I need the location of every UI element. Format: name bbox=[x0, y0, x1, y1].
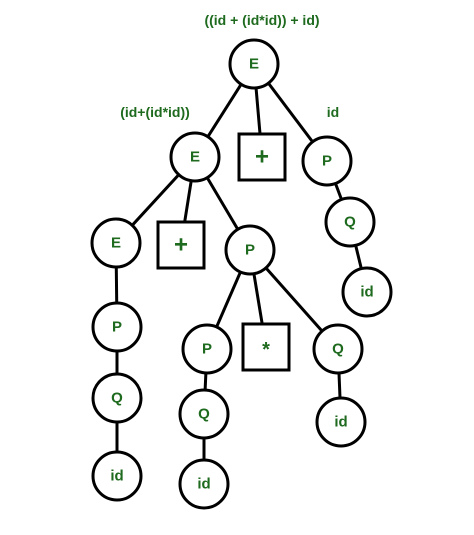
node-label: id bbox=[360, 284, 373, 301]
node-id2: id bbox=[91, 450, 143, 502]
node-e2: E bbox=[169, 131, 221, 183]
node-plus1: + bbox=[237, 132, 287, 182]
node-p1: P bbox=[301, 135, 353, 187]
node-id1: id bbox=[341, 266, 393, 318]
node-q4: Q bbox=[178, 388, 230, 440]
node-circle bbox=[169, 131, 221, 183]
node-q3: Q bbox=[312, 323, 364, 375]
node-label: Q bbox=[198, 406, 210, 423]
node-circle bbox=[315, 396, 367, 448]
node-q1: Q bbox=[324, 196, 376, 248]
node-label: + bbox=[174, 232, 188, 259]
node-circle bbox=[228, 38, 280, 90]
node-circle bbox=[91, 372, 143, 424]
node-label: E bbox=[111, 235, 121, 252]
node-label: + bbox=[255, 144, 269, 171]
node-id4: id bbox=[315, 396, 367, 448]
node-circle bbox=[91, 301, 143, 353]
node-label: P bbox=[112, 319, 122, 336]
node-circle bbox=[312, 323, 364, 375]
node-label: P bbox=[322, 153, 332, 170]
node-p3: P bbox=[91, 301, 143, 353]
node-label: * bbox=[262, 339, 270, 361]
node-circle bbox=[178, 388, 230, 440]
node-circle bbox=[91, 450, 143, 502]
node-circle bbox=[178, 458, 230, 510]
node-label: id bbox=[197, 476, 210, 493]
node-circle bbox=[324, 196, 376, 248]
node-label: E bbox=[190, 149, 200, 166]
node-label: P bbox=[245, 242, 255, 259]
terminal-box bbox=[241, 322, 291, 372]
node-plus2: + bbox=[156, 220, 206, 270]
annotations-layer: ((id + (id*id)) + id) (id+(id*id)) id bbox=[120, 12, 339, 120]
node-label: Q bbox=[332, 341, 344, 358]
node-e3: E bbox=[90, 217, 142, 269]
node-circle bbox=[301, 135, 353, 187]
annotation-root-expression: ((id + (id*id)) + id) bbox=[204, 12, 319, 28]
node-circle bbox=[181, 323, 233, 375]
node-circle bbox=[90, 217, 142, 269]
node-circle bbox=[341, 266, 393, 318]
terminal-box bbox=[237, 132, 287, 182]
node-label: Q bbox=[344, 214, 356, 231]
node-p2: P bbox=[224, 224, 276, 276]
node-label: id bbox=[334, 414, 347, 431]
annotation-left-expression: (id+(id*id)) bbox=[120, 104, 190, 120]
node-e1: E bbox=[228, 38, 280, 90]
node-p4: P bbox=[181, 323, 233, 375]
node-circle bbox=[224, 224, 276, 276]
node-star: * bbox=[241, 322, 291, 372]
node-label: E bbox=[249, 56, 259, 73]
node-label: Q bbox=[111, 390, 123, 407]
node-q2: Q bbox=[91, 372, 143, 424]
node-label: P bbox=[202, 341, 212, 358]
terminal-box bbox=[156, 220, 206, 270]
node-id3: id bbox=[178, 458, 230, 510]
node-label: id bbox=[110, 468, 123, 485]
annotation-right-expression: id bbox=[327, 104, 339, 120]
